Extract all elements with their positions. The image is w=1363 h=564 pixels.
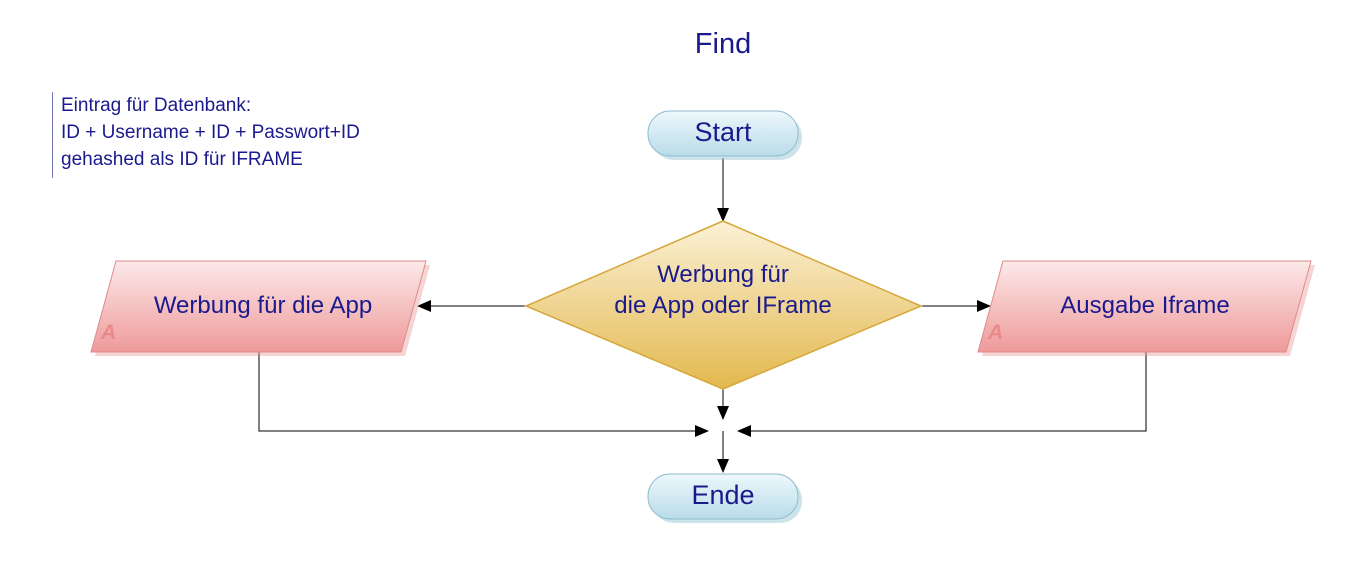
connector-left-output-to-merge xyxy=(258,352,709,437)
end-terminal xyxy=(647,473,802,523)
right-output-label: Ausgabe Iframe xyxy=(1060,292,1230,319)
note-line: gehashed als ID für IFRAME xyxy=(61,149,303,170)
decision-label-line: Werbung für xyxy=(657,261,789,288)
right-output-parallelogram xyxy=(977,260,1315,356)
decision-label: Werbung für die App oder IFrame xyxy=(560,259,886,321)
decision-diamond xyxy=(524,220,923,390)
right-output-marker: A xyxy=(988,321,1004,344)
end-label: Ende xyxy=(691,480,755,510)
left-output-marker: A xyxy=(101,321,117,344)
note-line: ID + Username + ID + Passwort+ID xyxy=(61,122,360,143)
diagram-title: Find xyxy=(694,28,752,60)
connectors xyxy=(258,158,1147,473)
decision-label-line: die App oder IFrame xyxy=(614,292,832,319)
connector-right-output-to-merge xyxy=(737,352,1147,437)
annotation-note: Eintrag für Datenbank: ID + Username + I… xyxy=(52,92,360,178)
left-output-label: Werbung für die App xyxy=(153,292,373,319)
start-label: Start xyxy=(694,117,752,147)
start-terminal xyxy=(647,110,802,160)
left-output-parallelogram xyxy=(90,260,430,356)
note-line: Eintrag für Datenbank: xyxy=(61,95,252,116)
